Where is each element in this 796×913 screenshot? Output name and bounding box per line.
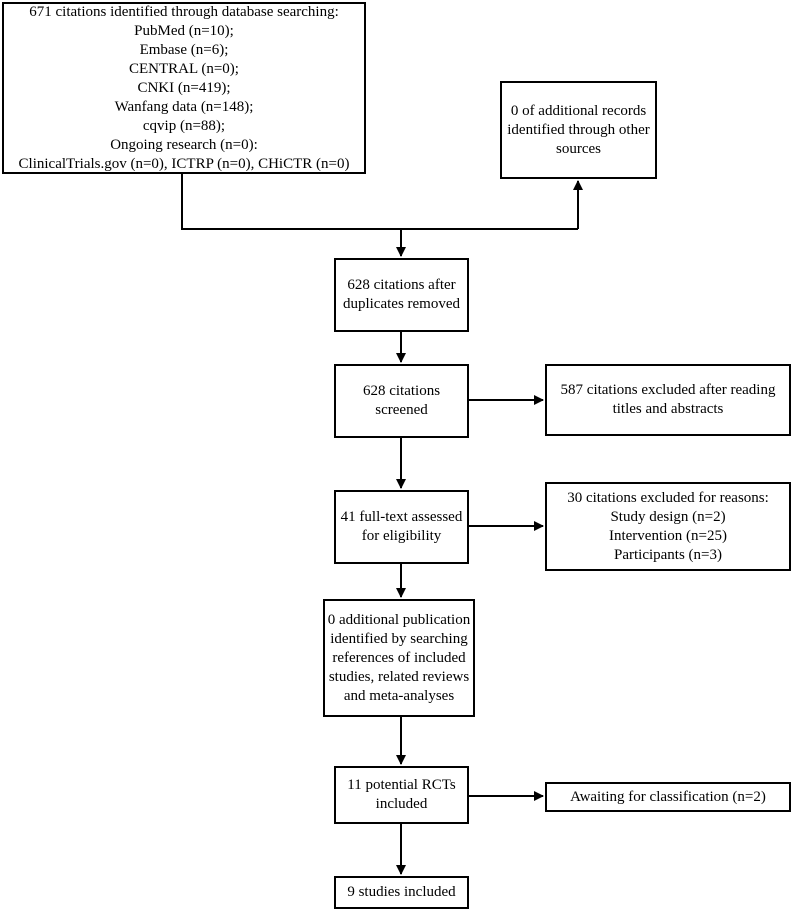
awaiting-line: Awaiting for classification (n=2) — [570, 788, 766, 805]
other-sources-line: sources — [556, 140, 601, 157]
search-line: CNKI (n=419); — [137, 79, 231, 96]
search-line: 671 citations identified through databas… — [29, 3, 339, 20]
other-sources-box: 0 of additional records identified throu… — [500, 81, 657, 179]
search-line: Wanfang data (n=148); — [114, 98, 254, 115]
additional-publication-box: 0 additional publication identified by s… — [323, 599, 475, 717]
excluded-reasons-box: 30 citations excluded for reasons: Study… — [545, 482, 791, 571]
other-sources-line: 0 of additional records — [510, 102, 647, 119]
potential-rcts-box: 11 potential RCTs included — [334, 766, 469, 824]
additional-line: 0 additional publication — [327, 611, 471, 628]
duplicates-removed-box: 628 citations after duplicates removed — [334, 258, 469, 332]
excluded-titles-abstracts-box: 587 citations excluded after reading tit… — [545, 364, 791, 436]
database-search-box: 671 citations identified through databas… — [2, 2, 366, 174]
search-line: CENTRAL (n=0); — [129, 60, 239, 77]
excluded-reasons-line: 30 citations excluded for reasons: — [567, 489, 769, 506]
included-line: 9 studies included — [347, 884, 456, 900]
search-line: PubMed (n=10); — [134, 22, 234, 39]
screened-box: 628 citations screened — [334, 364, 469, 438]
fulltext-line: for eligibility — [361, 528, 442, 544]
additional-line: references of included — [332, 649, 466, 666]
studies-included-box: 9 studies included — [334, 876, 469, 909]
search-line: cqvip (n=88); — [142, 117, 226, 134]
screened-line: 628 citations — [362, 383, 441, 399]
additional-line: and meta-analyses — [343, 687, 455, 704]
awaiting-classification-box: Awaiting for classification (n=2) — [545, 782, 791, 812]
additional-line: studies, related reviews — [328, 668, 470, 685]
potential-rcts-line: included — [375, 796, 428, 812]
fulltext-line: 41 full-text assessed — [340, 509, 463, 525]
excluded-reasons-line: Study design (n=2) — [610, 508, 726, 525]
dedup-line: 628 citations after — [347, 277, 456, 293]
excluded-titles-line: titles and abstracts — [612, 401, 724, 417]
fulltext-assessed-box: 41 full-text assessed for eligibility — [334, 490, 469, 564]
merge-connector — [181, 174, 578, 230]
dedup-line: duplicates removed — [342, 296, 461, 312]
excluded-reasons-line: Participants (n=3) — [613, 546, 723, 563]
excluded-reasons-line: Intervention (n=25) — [608, 527, 727, 544]
potential-rcts-line: 11 potential RCTs — [347, 777, 456, 793]
search-line: Embase (n=6); — [139, 41, 229, 58]
additional-line: identified by searching — [330, 630, 468, 647]
search-line: Ongoing research (n=0): — [110, 136, 258, 153]
other-sources-line: identified through other — [507, 121, 650, 138]
search-line: ClinicalTrials.gov (n=0), ICTRP (n=0), C… — [18, 155, 350, 172]
screened-line: screened — [375, 402, 428, 418]
excluded-titles-line: 587 citations excluded after reading — [560, 382, 776, 398]
